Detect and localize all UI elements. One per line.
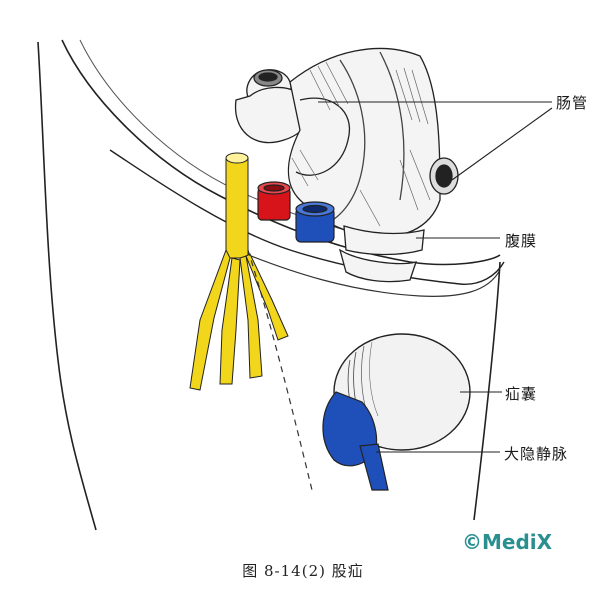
label-great-saphenous-vein: 大隐静脉	[504, 445, 569, 463]
thigh-outline-right	[473, 261, 501, 521]
femoral-artery	[257, 181, 291, 221]
femoral-nerve	[189, 152, 289, 391]
peritoneum	[338, 225, 425, 283]
figure-caption: 图 8-14(2) 股疝	[242, 562, 364, 580]
label-leaders	[318, 101, 553, 453]
femoral-vein	[295, 201, 335, 243]
inguinal-ligament-lower	[235, 249, 501, 297]
inguinal-ligament	[109, 149, 505, 285]
body-outline-left	[37, 41, 97, 531]
label-hernia-sac: 疝囊	[505, 385, 538, 403]
great-saphenous-vein	[322, 391, 389, 491]
label-intestine: 肠管	[556, 94, 589, 112]
intestine	[234, 47, 459, 238]
dashed-line	[247, 249, 313, 491]
medix-watermark: ©MediX	[462, 530, 553, 554]
label-peritoneum: 腹膜	[505, 232, 538, 250]
intestine-shading	[291, 61, 431, 227]
